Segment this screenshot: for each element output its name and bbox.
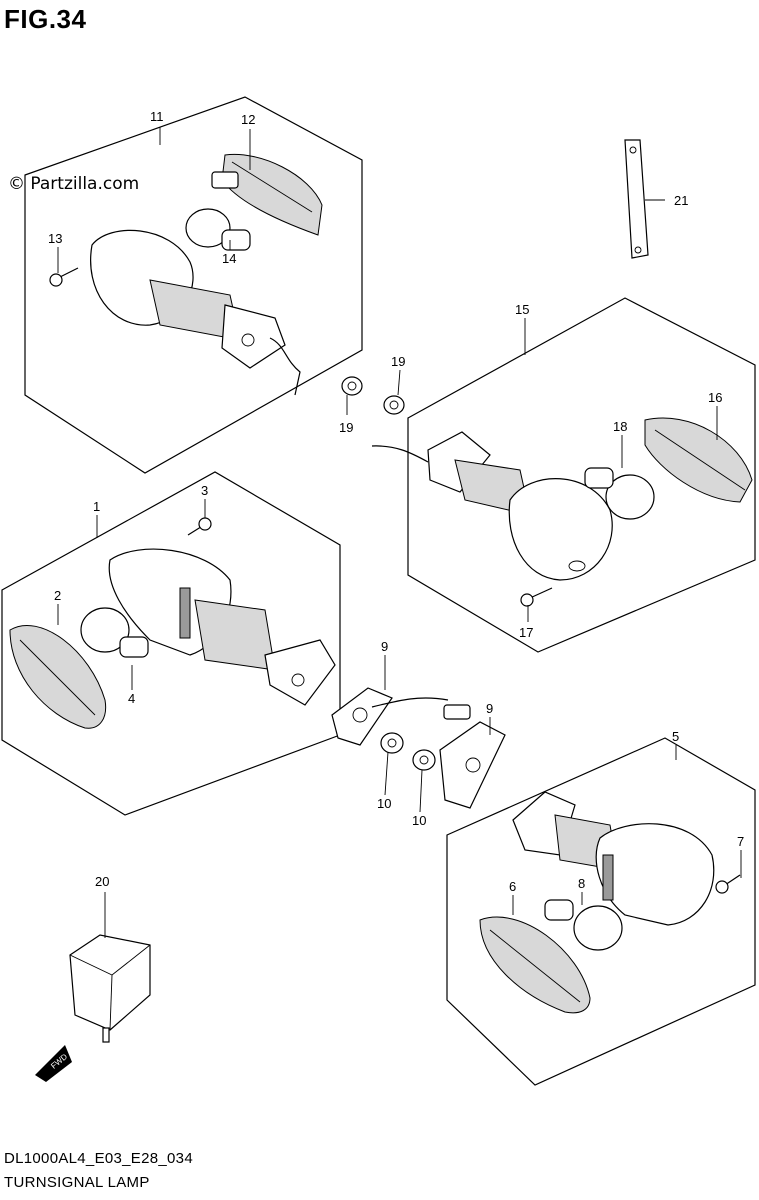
callout-15: 15 <box>515 302 529 317</box>
lens-12 <box>211 153 323 236</box>
screw-17 <box>520 587 553 607</box>
callout-19a: 19 <box>339 420 353 435</box>
partzilla-watermark: © Partzilla.com <box>8 174 140 194</box>
lamp-housing-5 <box>512 791 715 926</box>
callout-1: 1 <box>93 499 100 514</box>
callout-21: 21 <box>674 193 688 208</box>
lamp-housing-11 <box>90 229 301 396</box>
callout-12: 12 <box>241 112 255 127</box>
callout-2: 2 <box>54 588 61 603</box>
screw-3 <box>187 517 212 536</box>
leader-lines <box>57 127 742 938</box>
nut-19b <box>383 395 405 415</box>
bulb-4 <box>80 607 149 658</box>
screw-13 <box>49 267 79 287</box>
callout-3: 3 <box>201 483 208 498</box>
bulb-14 <box>185 208 251 251</box>
lens-6 <box>479 916 591 1014</box>
group-box-15 <box>407 297 756 653</box>
callout-10a: 10 <box>377 796 391 811</box>
screw-7 <box>715 874 741 894</box>
nut-10b <box>412 749 436 771</box>
lens-16 <box>644 417 753 503</box>
callout-18: 18 <box>613 419 627 434</box>
callout-9b: 9 <box>486 701 493 716</box>
group-box-11 <box>24 96 363 474</box>
bulb-8 <box>544 899 623 951</box>
group-box-5 <box>446 737 756 1086</box>
bulb-18 <box>584 467 655 520</box>
callout-6: 6 <box>509 879 516 894</box>
callout-7: 7 <box>737 834 744 849</box>
callout-13: 13 <box>48 231 62 246</box>
callout-20: 20 <box>95 874 109 889</box>
nut-19a <box>341 376 363 396</box>
callout-11: 11 <box>150 109 164 124</box>
callout-14: 14 <box>222 251 236 266</box>
diagram-caption: TURNSIGNAL LAMP <box>4 1174 150 1191</box>
callout-8: 8 <box>578 876 585 891</box>
bracket-21 <box>624 139 649 259</box>
lamp-housing-1 <box>108 548 336 706</box>
gasket-9b <box>439 721 506 809</box>
callout-10b: 10 <box>412 813 426 828</box>
callout-9a: 9 <box>381 639 388 654</box>
callout-19b: 19 <box>391 354 405 369</box>
fwd-arrow-icon: FWD <box>35 1045 72 1082</box>
lens-2 <box>9 625 107 729</box>
relay-20 <box>69 934 151 1043</box>
figure-title: FIG.34 <box>4 4 87 34</box>
callout-4: 4 <box>128 691 135 706</box>
lamp-housing-15 <box>371 431 613 581</box>
callout-17: 17 <box>519 625 533 640</box>
nut-10a <box>380 732 404 754</box>
gasket-9a <box>331 687 471 746</box>
model-code: DL1000AL4_E03_E28_034 <box>4 1150 193 1167</box>
callout-5: 5 <box>672 729 679 744</box>
callout-16: 16 <box>708 390 722 405</box>
